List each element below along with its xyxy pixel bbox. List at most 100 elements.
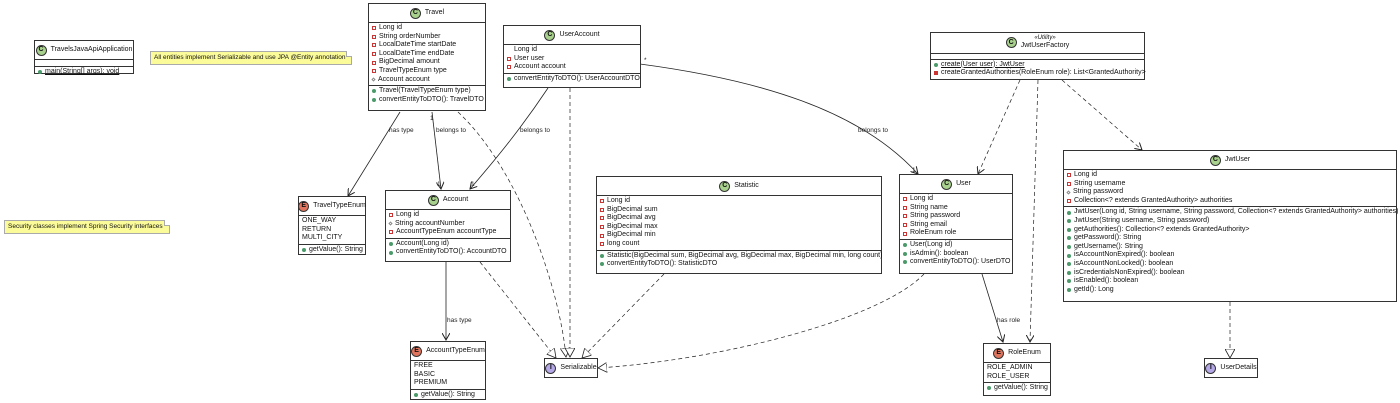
public-icon (600, 253, 604, 258)
method-row: getPassword(): String (1067, 234, 1393, 243)
enum-constant: ROLE_USER (987, 372, 1030, 380)
class-name: JwtUser (1224, 155, 1251, 163)
edge-factory-to-user (978, 79, 1021, 174)
private-icon (600, 233, 604, 238)
public-icon (934, 62, 938, 67)
public-icon (507, 77, 511, 82)
field-row: String password (903, 212, 1009, 221)
private-icon (507, 65, 511, 70)
private-icon (372, 34, 376, 39)
public-icon (903, 260, 907, 265)
method-row: convertEntityToDTO(): TravelDTO (372, 96, 484, 105)
class-badge-icon: C (1005, 37, 1017, 49)
class-badge-icon: C (409, 7, 421, 19)
field-row: BigDecimal amount (372, 58, 482, 67)
field-row: User user (507, 55, 637, 64)
class-travel: C Travel Long id String orderNumber Loca… (368, 3, 486, 111)
edge-useraccount-to-user (639, 63, 918, 174)
class-useraccount: C UserAccount Long id User user Account … (503, 25, 641, 88)
class-badge-icon: C (35, 44, 47, 56)
method-row: isCredentialsNonExpired(): boolean (1067, 269, 1393, 278)
class-badge-icon: C (1209, 154, 1221, 166)
public-icon (372, 98, 376, 103)
public-icon (1067, 227, 1071, 232)
public-icon (1067, 262, 1071, 267)
private-icon (600, 216, 604, 221)
interface-userdetails: I UserDetails (1204, 358, 1258, 378)
private-icon (389, 213, 393, 218)
enum-constant: RETURN (302, 225, 332, 233)
private-icon (372, 43, 376, 48)
method-row: Account(Long id) (389, 240, 507, 249)
field-row: LocalDateTime startDate (372, 41, 482, 50)
field-row: BigDecimal min (600, 231, 878, 240)
class-name: Travel (424, 8, 445, 16)
class-jwtuserfactory: C «Utility» JwtUserFactory create(User u… (930, 32, 1146, 80)
class-name: Serializable (560, 363, 597, 371)
edge-label-has-role: has role (997, 317, 1021, 324)
field-row: Long id (600, 197, 878, 206)
multiplicity-travel-start: 1 (430, 115, 434, 122)
edge-factory-to-jwtuser (1061, 79, 1142, 150)
field-row: Long id (1067, 171, 1393, 180)
edge-label-has-type: has type (389, 127, 414, 134)
field-row: TravelTypeEnum type (372, 67, 482, 76)
field-row: Long id (514, 46, 537, 53)
private-icon (600, 225, 604, 230)
private-icon (600, 199, 604, 204)
field-row: BigDecimal avg (600, 214, 878, 223)
private-icon (507, 56, 511, 61)
public-icon (1067, 270, 1071, 275)
edge-label-belongs-to-account: belongs to (436, 127, 466, 134)
class-name: Account (442, 195, 469, 203)
class-name: JwtUserFactory (1020, 42, 1070, 49)
method-row: Statistic(BigDecimal sum, BigDecimal avg… (600, 252, 882, 261)
edge-label-useraccount-belongs-to: belongs to (520, 127, 550, 134)
multiplicity-useraccount-star: * (644, 57, 647, 64)
public-icon (1067, 236, 1071, 241)
class-travelsjavaapiapplication: C TravelsJavaApiApplication main(String[… (34, 40, 134, 75)
field-row: RoleEnum role (903, 229, 1009, 238)
method-row: isEnabled(): boolean (1067, 277, 1393, 286)
field-row: Account account (371, 76, 482, 85)
public-icon (38, 70, 42, 75)
enum-traveltypeenum: E TravelTypeEnum ONE_WAY RETURN MULTI_CI… (298, 196, 366, 255)
field-row: AccountTypeEnum accountType (389, 228, 507, 237)
public-icon (1067, 253, 1071, 258)
private-icon (903, 214, 907, 219)
edge-label-account-has-type: has type (447, 317, 472, 324)
method-row: isAccountNonLocked(): boolean (1067, 260, 1393, 269)
method-row: convertEntityToDTO(): UserDTO (903, 258, 1011, 267)
private-icon (903, 223, 907, 228)
field-row: String email (903, 221, 1009, 230)
enum-constant: BASIC (414, 370, 436, 378)
private-icon (1067, 173, 1071, 178)
field-row: BigDecimal sum (600, 206, 878, 215)
note-security: Security classes implement Spring Securi… (4, 220, 170, 234)
edge-travel-realizes-serializable (457, 111, 566, 357)
private-icon (1067, 181, 1071, 186)
interface-badge-icon: I (545, 362, 557, 374)
enum-badge-icon: E (411, 345, 423, 357)
field-row: Long id (903, 195, 1009, 204)
public-icon (987, 386, 991, 391)
public-icon (389, 242, 393, 247)
method-row: create(User user): JwtUser (934, 61, 1141, 70)
public-icon (1067, 245, 1071, 250)
field-row: String accountNumber (388, 220, 507, 229)
class-badge-icon: C (544, 29, 556, 41)
field-row: LocalDateTime endDate (372, 50, 482, 59)
class-name: TravelsJavaApiApplication (50, 45, 133, 53)
package-icon (1066, 190, 1071, 195)
multiplicity-account-end: 1 (437, 181, 441, 188)
private-icon (903, 197, 907, 202)
public-icon (903, 251, 907, 256)
public-icon (903, 243, 907, 248)
class-name: RoleEnum (1008, 348, 1041, 356)
field-row: String name (903, 204, 1009, 213)
interface-badge-icon: I (1205, 362, 1217, 374)
private-icon (372, 26, 376, 31)
field-row: Account account (507, 63, 637, 72)
